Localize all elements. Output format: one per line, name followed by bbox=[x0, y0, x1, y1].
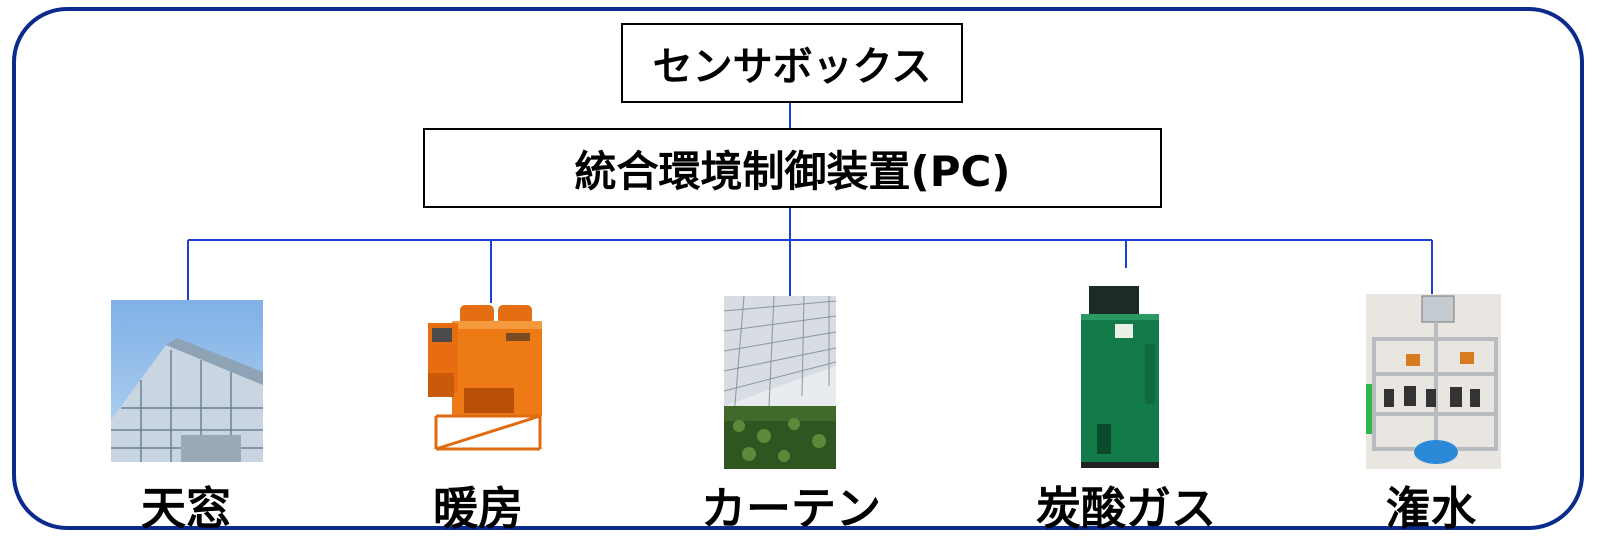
device-label-curtain: カーテン bbox=[700, 482, 882, 535]
device-label-heater: 暖房 bbox=[432, 482, 524, 535]
device-label-roof-vent: 天窓 bbox=[140, 482, 232, 535]
orange-heater-unit-photo bbox=[424, 303, 546, 453]
greenhouse-curtain-interior-photo bbox=[724, 296, 836, 469]
device-label-co2: 炭酸ガス bbox=[1035, 482, 1217, 535]
sensor-box: センサボックス bbox=[621, 23, 963, 103]
greenhouse-roof-vent-photo bbox=[111, 300, 263, 462]
green-co2-generator-photo bbox=[1069, 284, 1173, 470]
integrated-controller-box: 統合環境制御装置(PC) bbox=[423, 128, 1162, 208]
irrigation-controller-rig-photo bbox=[1366, 294, 1501, 469]
device-label-irrigation: 潅水 bbox=[1385, 482, 1477, 535]
diagram-frame bbox=[12, 7, 1584, 530]
